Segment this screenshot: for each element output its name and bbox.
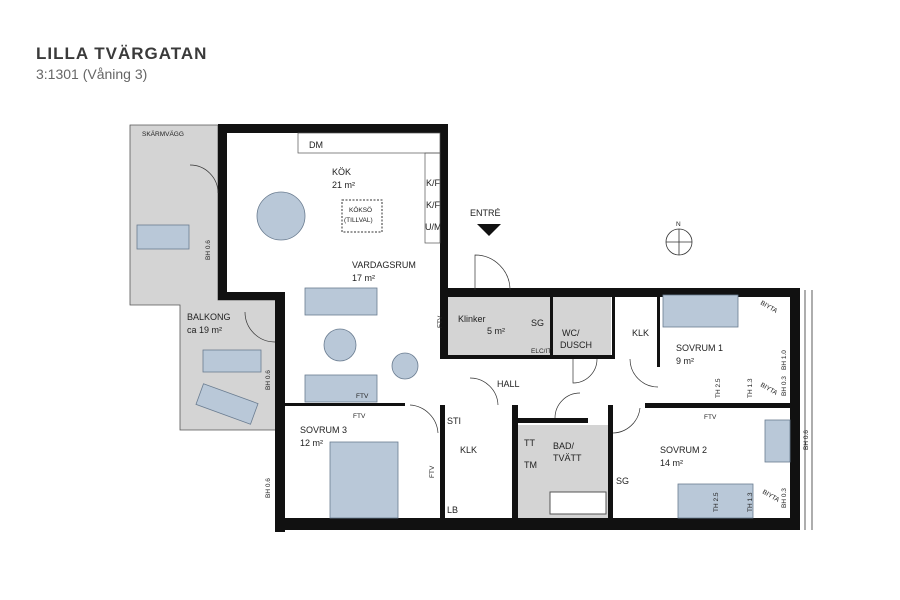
label-tt: TT <box>524 438 535 448</box>
door-sovrum1[interactable] <box>629 358 659 388</box>
kitchen-side-counter <box>424 152 441 244</box>
bathtub <box>549 491 607 515</box>
room-name-bad-1: BAD/ <box>553 441 575 451</box>
kitchen-counter <box>297 132 441 154</box>
door-sovrum2[interactable] <box>612 407 641 434</box>
room-area-sovrum1: 9 m² <box>676 356 694 366</box>
label-skarmvagg: SKÄRMVÄGG <box>142 130 184 138</box>
label-lb: LB <box>447 505 458 515</box>
bed-sovrum3 <box>329 441 399 519</box>
room-name-vardagsrum: VARDAGSRUM <box>352 260 416 270</box>
door-sovrum3[interactable] <box>409 404 439 434</box>
label-um: U/M <box>425 222 442 232</box>
page-subtitle: 3:1301 (Våning 3) <box>36 66 148 82</box>
label-kf-2: K/F <box>426 200 441 210</box>
label-th13-sovrum2: TH 1.3 <box>747 492 754 512</box>
sofa-bottom <box>304 374 378 403</box>
armchair <box>391 352 419 380</box>
label-kf-1: K/F <box>426 178 441 188</box>
label-sg-sovrum2: SG <box>616 476 629 486</box>
wc-floor <box>553 297 611 355</box>
label-bh-sovrum3: BH 0.6 <box>265 478 272 498</box>
sunbed-2 <box>195 383 259 425</box>
bed-sovrum1 <box>662 294 739 328</box>
room-name-wc-2: DUSCH <box>560 340 592 350</box>
room-area-kok: 21 m² <box>332 180 355 190</box>
room-name-balkong: BALKONG <box>187 312 231 322</box>
door-balcony-upper[interactable] <box>189 164 219 194</box>
north-compass-icon <box>665 228 693 256</box>
sunbed-1 <box>202 349 262 373</box>
door-wc[interactable] <box>572 358 598 384</box>
label-ftv-sovrum3: FTV <box>353 413 366 420</box>
label-ftv-sovrum2: FTV <box>704 414 717 421</box>
label-th25-sovrum2: TH 2.5 <box>713 492 720 512</box>
room-area-vardagsrum: 17 m² <box>352 273 375 283</box>
label-biyta-1: BIYTA <box>759 300 779 316</box>
label-bh-balcony-lower: BH 0.6 <box>265 370 272 390</box>
room-name-kok: KÖK <box>332 167 351 177</box>
klinker-floor <box>448 297 550 357</box>
door-balcony-lower[interactable] <box>244 311 276 343</box>
desk-sovrum2 <box>764 419 791 463</box>
room-name-sovrum1: SOVRUM 1 <box>676 343 723 353</box>
label-th25-sovrum1: TH 2.5 <box>715 378 722 398</box>
walls <box>218 124 813 532</box>
bed-sovrum2 <box>677 483 754 519</box>
label-north: N <box>676 221 681 228</box>
balcony-table <box>136 224 190 250</box>
door-klk[interactable] <box>469 377 499 406</box>
label-sg-hall: SG <box>531 318 544 328</box>
label-elcentral: ELC/IT <box>531 348 551 355</box>
label-ftv-vardagsrum: FTV <box>356 393 369 400</box>
label-tillval: (TILLVAL) <box>344 217 373 224</box>
coffee-table <box>323 328 357 362</box>
label-entre: ENTRÉ <box>470 208 501 218</box>
room-name-hall: HALL <box>497 379 520 389</box>
label-klk-hall: KLK <box>632 328 649 338</box>
label-biyta-2: BIYTA <box>759 382 779 398</box>
label-bh03-sovrum1: BH 0.3 <box>781 376 788 396</box>
door-bad[interactable] <box>554 392 581 419</box>
label-ftv-klk: FTV <box>429 465 436 478</box>
room-name-wc-1: WC/ <box>562 328 580 338</box>
label-kokso: KÖKSÖ <box>349 206 372 214</box>
label-bh06-sovrum2: BH 0.6 <box>803 430 810 450</box>
label-sti: STI <box>447 416 461 426</box>
page-title: LILLA TVÄRGATAN <box>36 44 208 63</box>
label-dm: DM <box>309 140 323 150</box>
label-ftv-klinker: FTV <box>437 315 444 328</box>
entrance-arrow-icon <box>477 224 501 236</box>
room-name-bad-2: TVÄTT <box>553 453 582 463</box>
room-name-sovrum2: SOVRUM 2 <box>660 445 707 455</box>
label-bh03-sovrum2: BH 0.3 <box>781 488 788 508</box>
label-klk-sovrum3: KLK <box>460 445 477 455</box>
kitchen-island <box>341 199 383 233</box>
room-area-sovrum2: 14 m² <box>660 458 683 468</box>
room-name-sovrum3: SOVRUM 3 <box>300 425 347 435</box>
room-area-balkong: ca 19 m² <box>187 325 222 335</box>
room-area-sovrum3: 12 m² <box>300 438 323 448</box>
entrance-door[interactable] <box>474 254 511 291</box>
sofa-top <box>304 287 378 316</box>
dining-table <box>256 191 306 241</box>
room-name-klinker: Klinker <box>458 314 486 324</box>
label-bh-balcony-upper: BH 0.6 <box>205 240 212 260</box>
label-bh10: BH 1.0 <box>781 350 788 370</box>
room-area-klinker: 5 m² <box>487 326 505 336</box>
label-tm: TM <box>524 460 537 470</box>
label-biyta-3: BIYTA <box>761 489 781 505</box>
label-th13-sovrum1: TH 1.3 <box>747 378 754 398</box>
